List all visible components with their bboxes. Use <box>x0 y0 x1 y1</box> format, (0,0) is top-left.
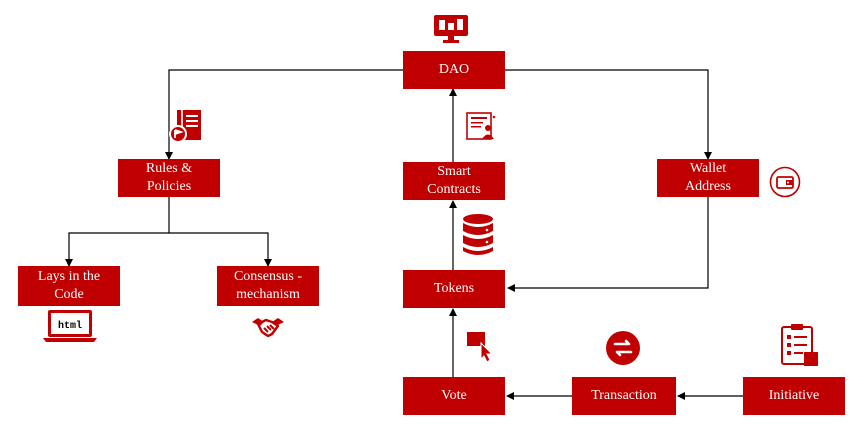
handshake-icon <box>252 318 284 338</box>
node-rules-policies: Rules &Policies <box>118 159 220 197</box>
exchange-arrows-icon <box>606 331 640 365</box>
node-tokens-label: Tokens <box>433 281 475 296</box>
monitor-dashboard-icon <box>434 15 468 43</box>
wallet-icon <box>769 166 801 198</box>
node-initiative-label: Initiative <box>768 388 820 403</box>
connector-dao-rules <box>165 69 403 160</box>
contract-document-icon <box>466 112 496 140</box>
laptop-html-label: html <box>58 320 82 332</box>
node-consensus-mechanism-label: Consensus -mechanism <box>233 269 303 302</box>
connector-wallet-tokens <box>507 197 709 292</box>
node-transaction: Transaction <box>572 377 676 415</box>
node-transaction-label: Transaction <box>591 388 657 403</box>
connector-rules-code <box>65 197 170 267</box>
policy-book-icon <box>169 110 201 143</box>
node-initiative: Initiative <box>743 377 845 415</box>
node-vote: Vote <box>403 377 505 415</box>
database-icon <box>463 214 493 255</box>
vote-click-icon <box>467 332 494 363</box>
node-rules-policies-label: Rules &Policies <box>145 161 193 194</box>
connector-rules-consensus <box>169 232 272 267</box>
clipboard-checklist-icon <box>781 324 818 366</box>
connector-dao-wallet <box>505 69 712 160</box>
laptop-html-icon: html <box>43 310 97 342</box>
node-vote-label: Vote <box>441 388 467 403</box>
node-consensus-mechanism: Consensus -mechanism <box>217 266 319 306</box>
node-dao-label: DAO <box>438 62 470 77</box>
node-dao: DAO <box>403 51 505 89</box>
node-tokens: Tokens <box>403 270 505 308</box>
